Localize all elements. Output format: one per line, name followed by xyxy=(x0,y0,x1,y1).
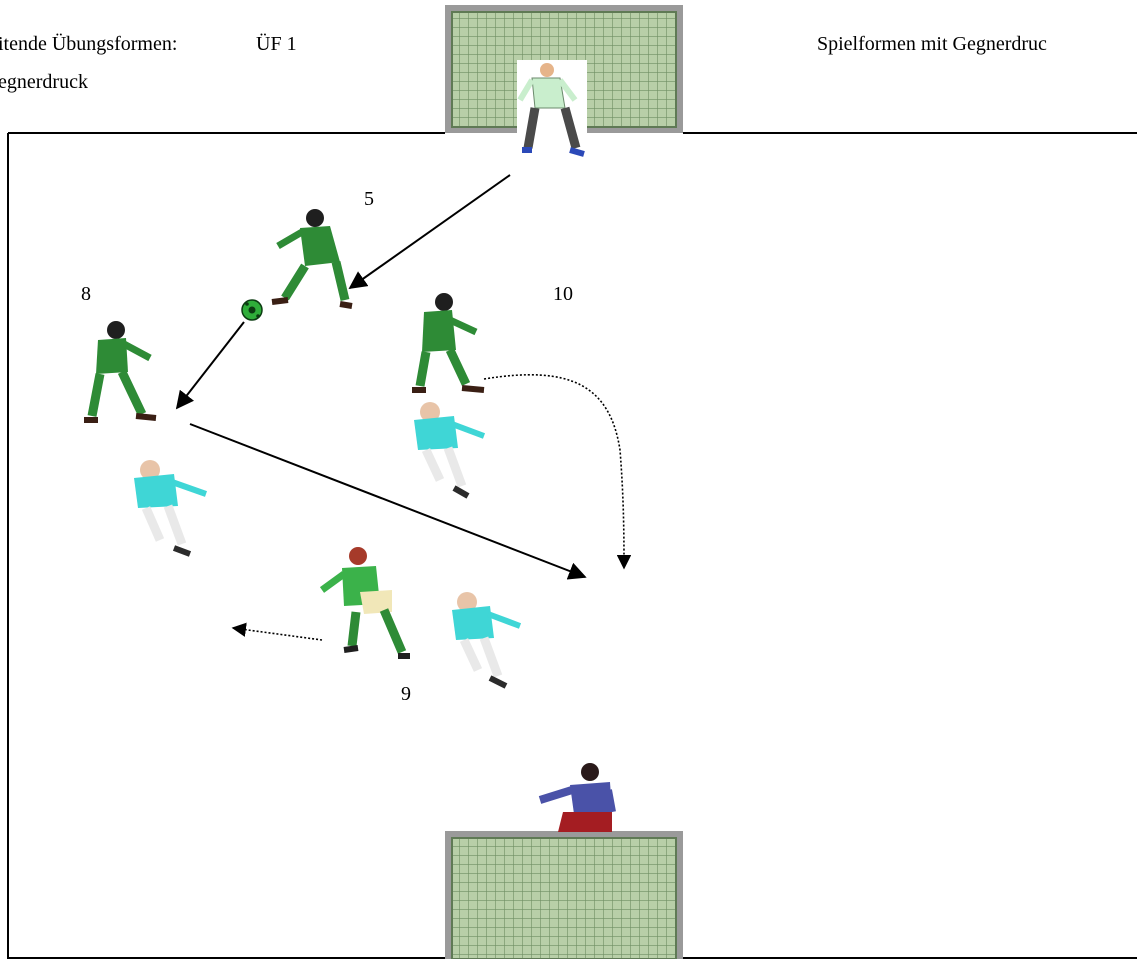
goalkeeper-top-icon xyxy=(517,60,587,163)
pass-arrow-8-to-space xyxy=(189,423,587,580)
pass-arrow-5-to-8 xyxy=(175,321,245,410)
player-number-8: 8 xyxy=(81,283,91,305)
pass-arrows xyxy=(175,174,587,580)
player-9-icon xyxy=(319,547,410,659)
player-5-icon xyxy=(271,209,353,309)
ball-icon xyxy=(241,299,263,321)
run-path-10 xyxy=(483,373,632,570)
player-8-icon xyxy=(84,321,157,423)
opponent-1-icon xyxy=(414,402,486,499)
run-path-9 xyxy=(231,622,323,641)
player-10-icon xyxy=(412,293,485,393)
player-number-5: 5 xyxy=(364,188,374,210)
pass-arrow-keeper-to-5 xyxy=(348,174,511,290)
header-subtitle: egnerdruck xyxy=(0,71,88,93)
header-title: itende Übungsformen: xyxy=(0,33,178,55)
opponent-2-icon xyxy=(134,460,207,557)
header-right-title: Spielformen mit Gegnerdruc xyxy=(817,33,1047,55)
run-paths xyxy=(231,373,632,641)
goalkeeper-bottom-icon xyxy=(538,763,616,832)
player-number-10: 10 xyxy=(553,283,573,305)
player-number-9: 9 xyxy=(401,683,411,705)
opponent-3-icon xyxy=(452,592,522,689)
bottom-goal xyxy=(445,831,683,959)
header-code: ÜF 1 xyxy=(256,33,297,55)
pitch-boundary xyxy=(7,132,1137,959)
